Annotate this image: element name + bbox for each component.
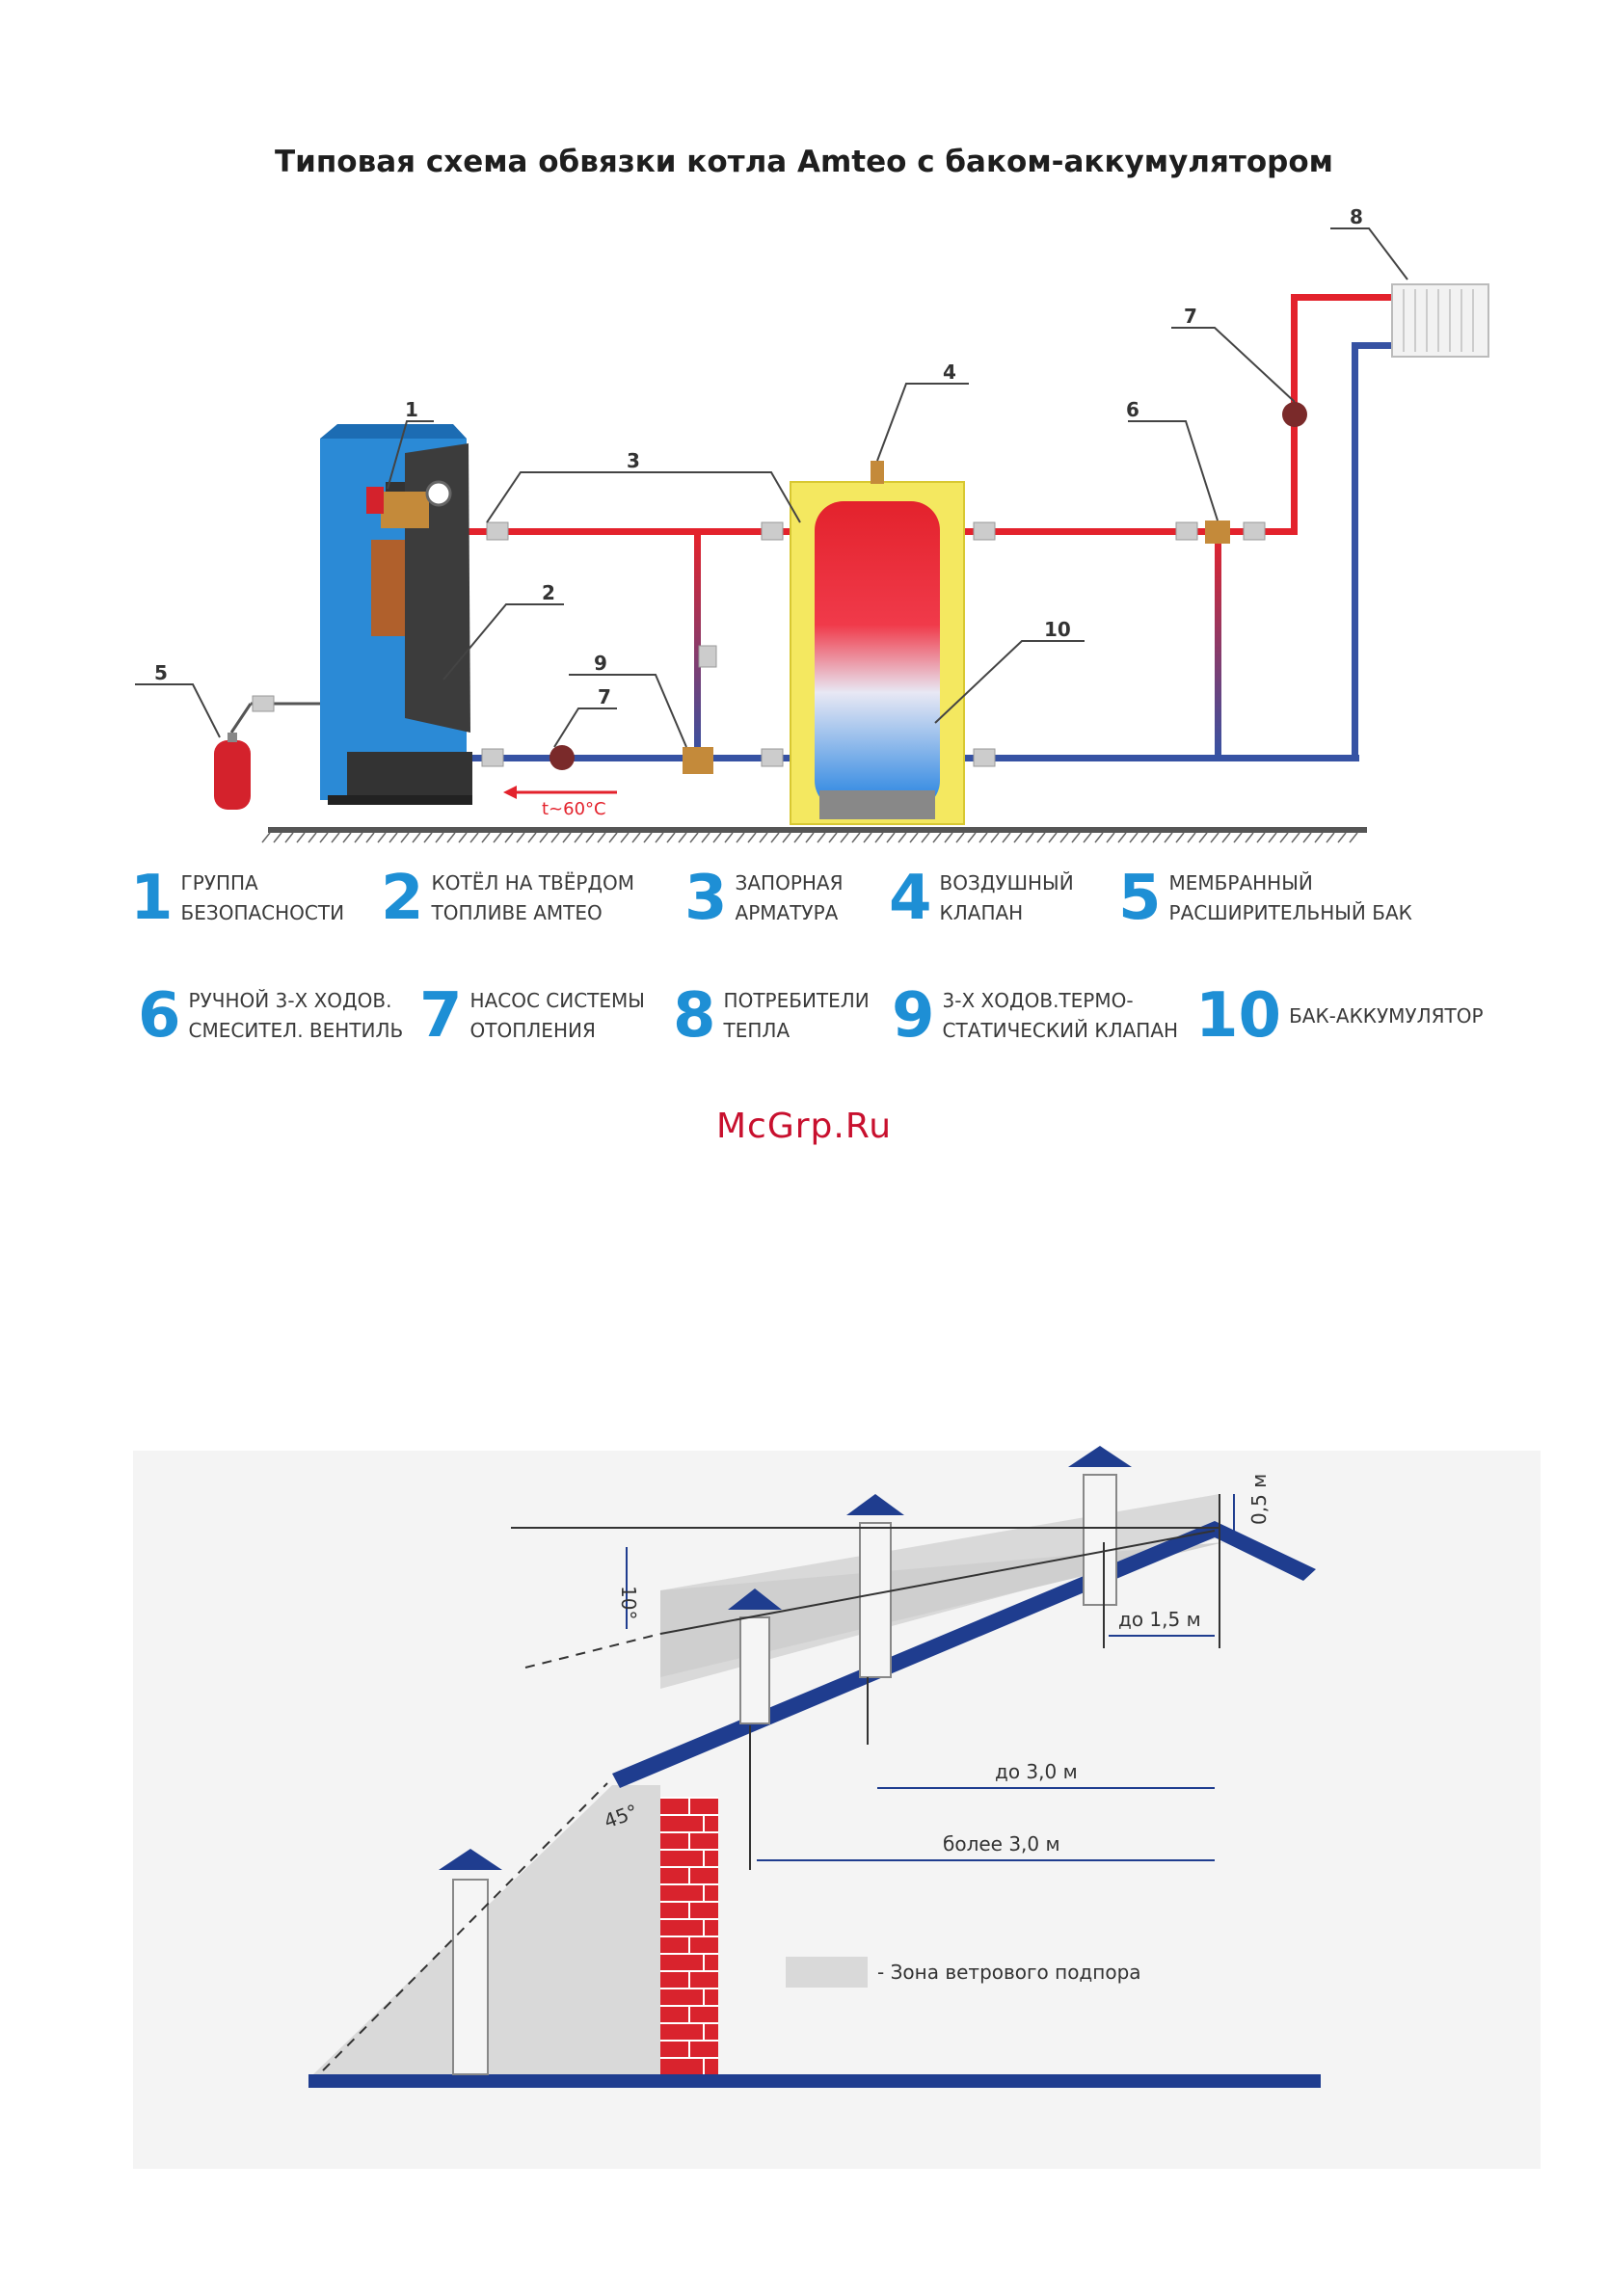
callout-numbers: 1 2 3 4 5 6 7 7 8 9 10 [154, 205, 1363, 708]
boiler-piping-diagram: t~60°C 1 2 3 4 5 6 7 7 8 9 10 [135, 205, 1489, 843]
dim-label-1-5m: до 1,5 м [1118, 1608, 1201, 1631]
roof [612, 1521, 1316, 1788]
return-pipes [463, 342, 1392, 761]
callout-3: 3 [627, 449, 640, 472]
legend-text: ВОЗДУШНЫЙ КЛАПАН [939, 871, 1074, 924]
legend-number: 2 [381, 863, 424, 934]
safety-group [366, 480, 452, 528]
mixing-riser [1215, 535, 1221, 757]
dimension-labels: до 1,5 м до 3,0 м более 3,0 м 0,5 м 10° … [601, 1474, 1271, 1855]
legend-item-9: 9 3-Х ХОДОВ.ТЕРМО- СТАТИЧЕСКИЙ КЛАПАН [892, 985, 1178, 1047]
legend-text: НАСОС СИСТЕМЫ ОТОПЛЕНИЯ [469, 989, 645, 1042]
callout-4: 4 [943, 360, 956, 384]
bypass-riser [694, 535, 701, 757]
shutoff-valves [252, 521, 1266, 767]
floor-line [261, 827, 1367, 843]
return-temperature-arrow: t~60°C [503, 786, 617, 819]
callout-5: 5 [154, 661, 168, 684]
legend-number: 4 [889, 863, 932, 934]
legend-text: КОТЁЛ НА ТВЁРДОМ ТОПЛИВЕ АМТЕО [431, 871, 635, 924]
solid-fuel-boiler [320, 424, 472, 805]
legend-text: МЕМБРАННЫЙ РАСШИРИТЕЛЬНЫЙ БАК [1168, 871, 1412, 924]
callout-7-radiator: 7 [1184, 305, 1197, 328]
legend-item-4: 4 ВОЗДУШНЫЙ КЛАПАН [889, 868, 1074, 929]
legend-number: 5 [1118, 863, 1162, 934]
callout-8: 8 [1350, 205, 1363, 228]
dim-label-0-5m: 0,5 м [1247, 1474, 1271, 1525]
chimney-4 [1068, 1446, 1132, 1606]
temperature-label: t~60°C [542, 799, 606, 819]
zone-legend-text: - Зона ветрового подпора [877, 1961, 1141, 1984]
legend-text: ГРУППА БЕЗОПАСНОСТИ [180, 871, 345, 924]
dim-label-more-3-0m: более 3,0 м [943, 1832, 1060, 1855]
legend-text: 3-Х ХОДОВ.ТЕРМО- СТАТИЧЕСКИЙ КЛАПАН [942, 989, 1179, 1042]
legend-number: 10 [1195, 980, 1282, 1052]
legend-text: РУЧНОЙ 3-Х ХОДОВ. СМЕСИТЕЛ. ВЕНТИЛЬ [188, 989, 404, 1042]
radiator [1391, 283, 1489, 358]
callout-9: 9 [594, 652, 607, 675]
legend-item-2: 2 КОТЁЛ НА ТВЁРДОМ ТОПЛИВЕ АМТЕО [381, 868, 634, 929]
callout-6: 6 [1126, 398, 1139, 421]
chimney-height-diagram: до 1,5 м до 3,0 м более 3,0 м 0,5 м 10° … [133, 1446, 1541, 2169]
callout-10: 10 [1044, 618, 1071, 641]
zone-legend: - Зона ветрового подпора [786, 1957, 1141, 1988]
legend-item-6: 6 РУЧНОЙ 3-Х ХОДОВ. СМЕСИТЕЛ. ВЕНТИЛЬ [138, 985, 403, 1047]
ground [308, 2074, 1321, 2088]
legend-number: 7 [419, 980, 463, 1052]
legend-text: БАК-АККУМУЛЯТОР [1289, 1003, 1484, 1028]
circulation-pump-radiator [1282, 402, 1307, 427]
angle-label-10: 10° [617, 1586, 640, 1619]
legend-item-7: 7 НАСОС СИСТЕМЫ ОТОПЛЕНИЯ [419, 985, 645, 1047]
callout-1: 1 [405, 398, 418, 421]
dim-label-3-0m: до 3,0 м [995, 1760, 1078, 1783]
legend-item-8: 8 ПОТРЕБИТЕЛИ ТЕПЛА [673, 985, 870, 1047]
legend-number: 8 [673, 980, 716, 1052]
legend-number: 1 [130, 863, 174, 934]
legend-item-1: 1 ГРУППА БЕЗОПАСНОСТИ [130, 868, 344, 929]
reference-lines [322, 1494, 1220, 2071]
chimney-3 [846, 1494, 904, 1678]
legend-number: 3 [684, 863, 728, 934]
mixing-valve [1205, 521, 1230, 544]
brick-wall [660, 1797, 718, 2077]
chimney-2 [728, 1589, 782, 1724]
expansion-vessel [214, 702, 320, 810]
callout-leaders [135, 227, 1408, 748]
watermark: McGrp.Ru [715, 1107, 893, 1146]
dimension-arrows [626, 1494, 1235, 1861]
legend-item-3: 3 ЗАПОРНАЯ АРМАТУРА [684, 868, 844, 929]
legend-number: 6 [138, 980, 181, 1052]
legend-number: 9 [892, 980, 935, 1052]
circulation-pump-boiler [549, 745, 575, 770]
thermostatic-valve [683, 747, 713, 774]
chimney-1 [439, 1849, 502, 2075]
legend-item-10: 10 БАК-АККУМУЛЯТОР [1195, 985, 1484, 1047]
legend-text: ЗАПОРНАЯ АРМАТУРА [735, 871, 844, 924]
legend-item-5: 5 МЕМБРАННЫЙ РАСШИРИТЕЛЬНЫЙ БАК [1118, 868, 1412, 929]
callout-7-boiler: 7 [598, 685, 611, 708]
legend-text: ПОТРЕБИТЕЛИ ТЕПЛА [723, 989, 870, 1042]
callout-2: 2 [542, 581, 555, 604]
diagram-title: Типовая схема обвязки котла Amteo с бако… [275, 145, 1333, 179]
buffer-tank [790, 461, 965, 825]
